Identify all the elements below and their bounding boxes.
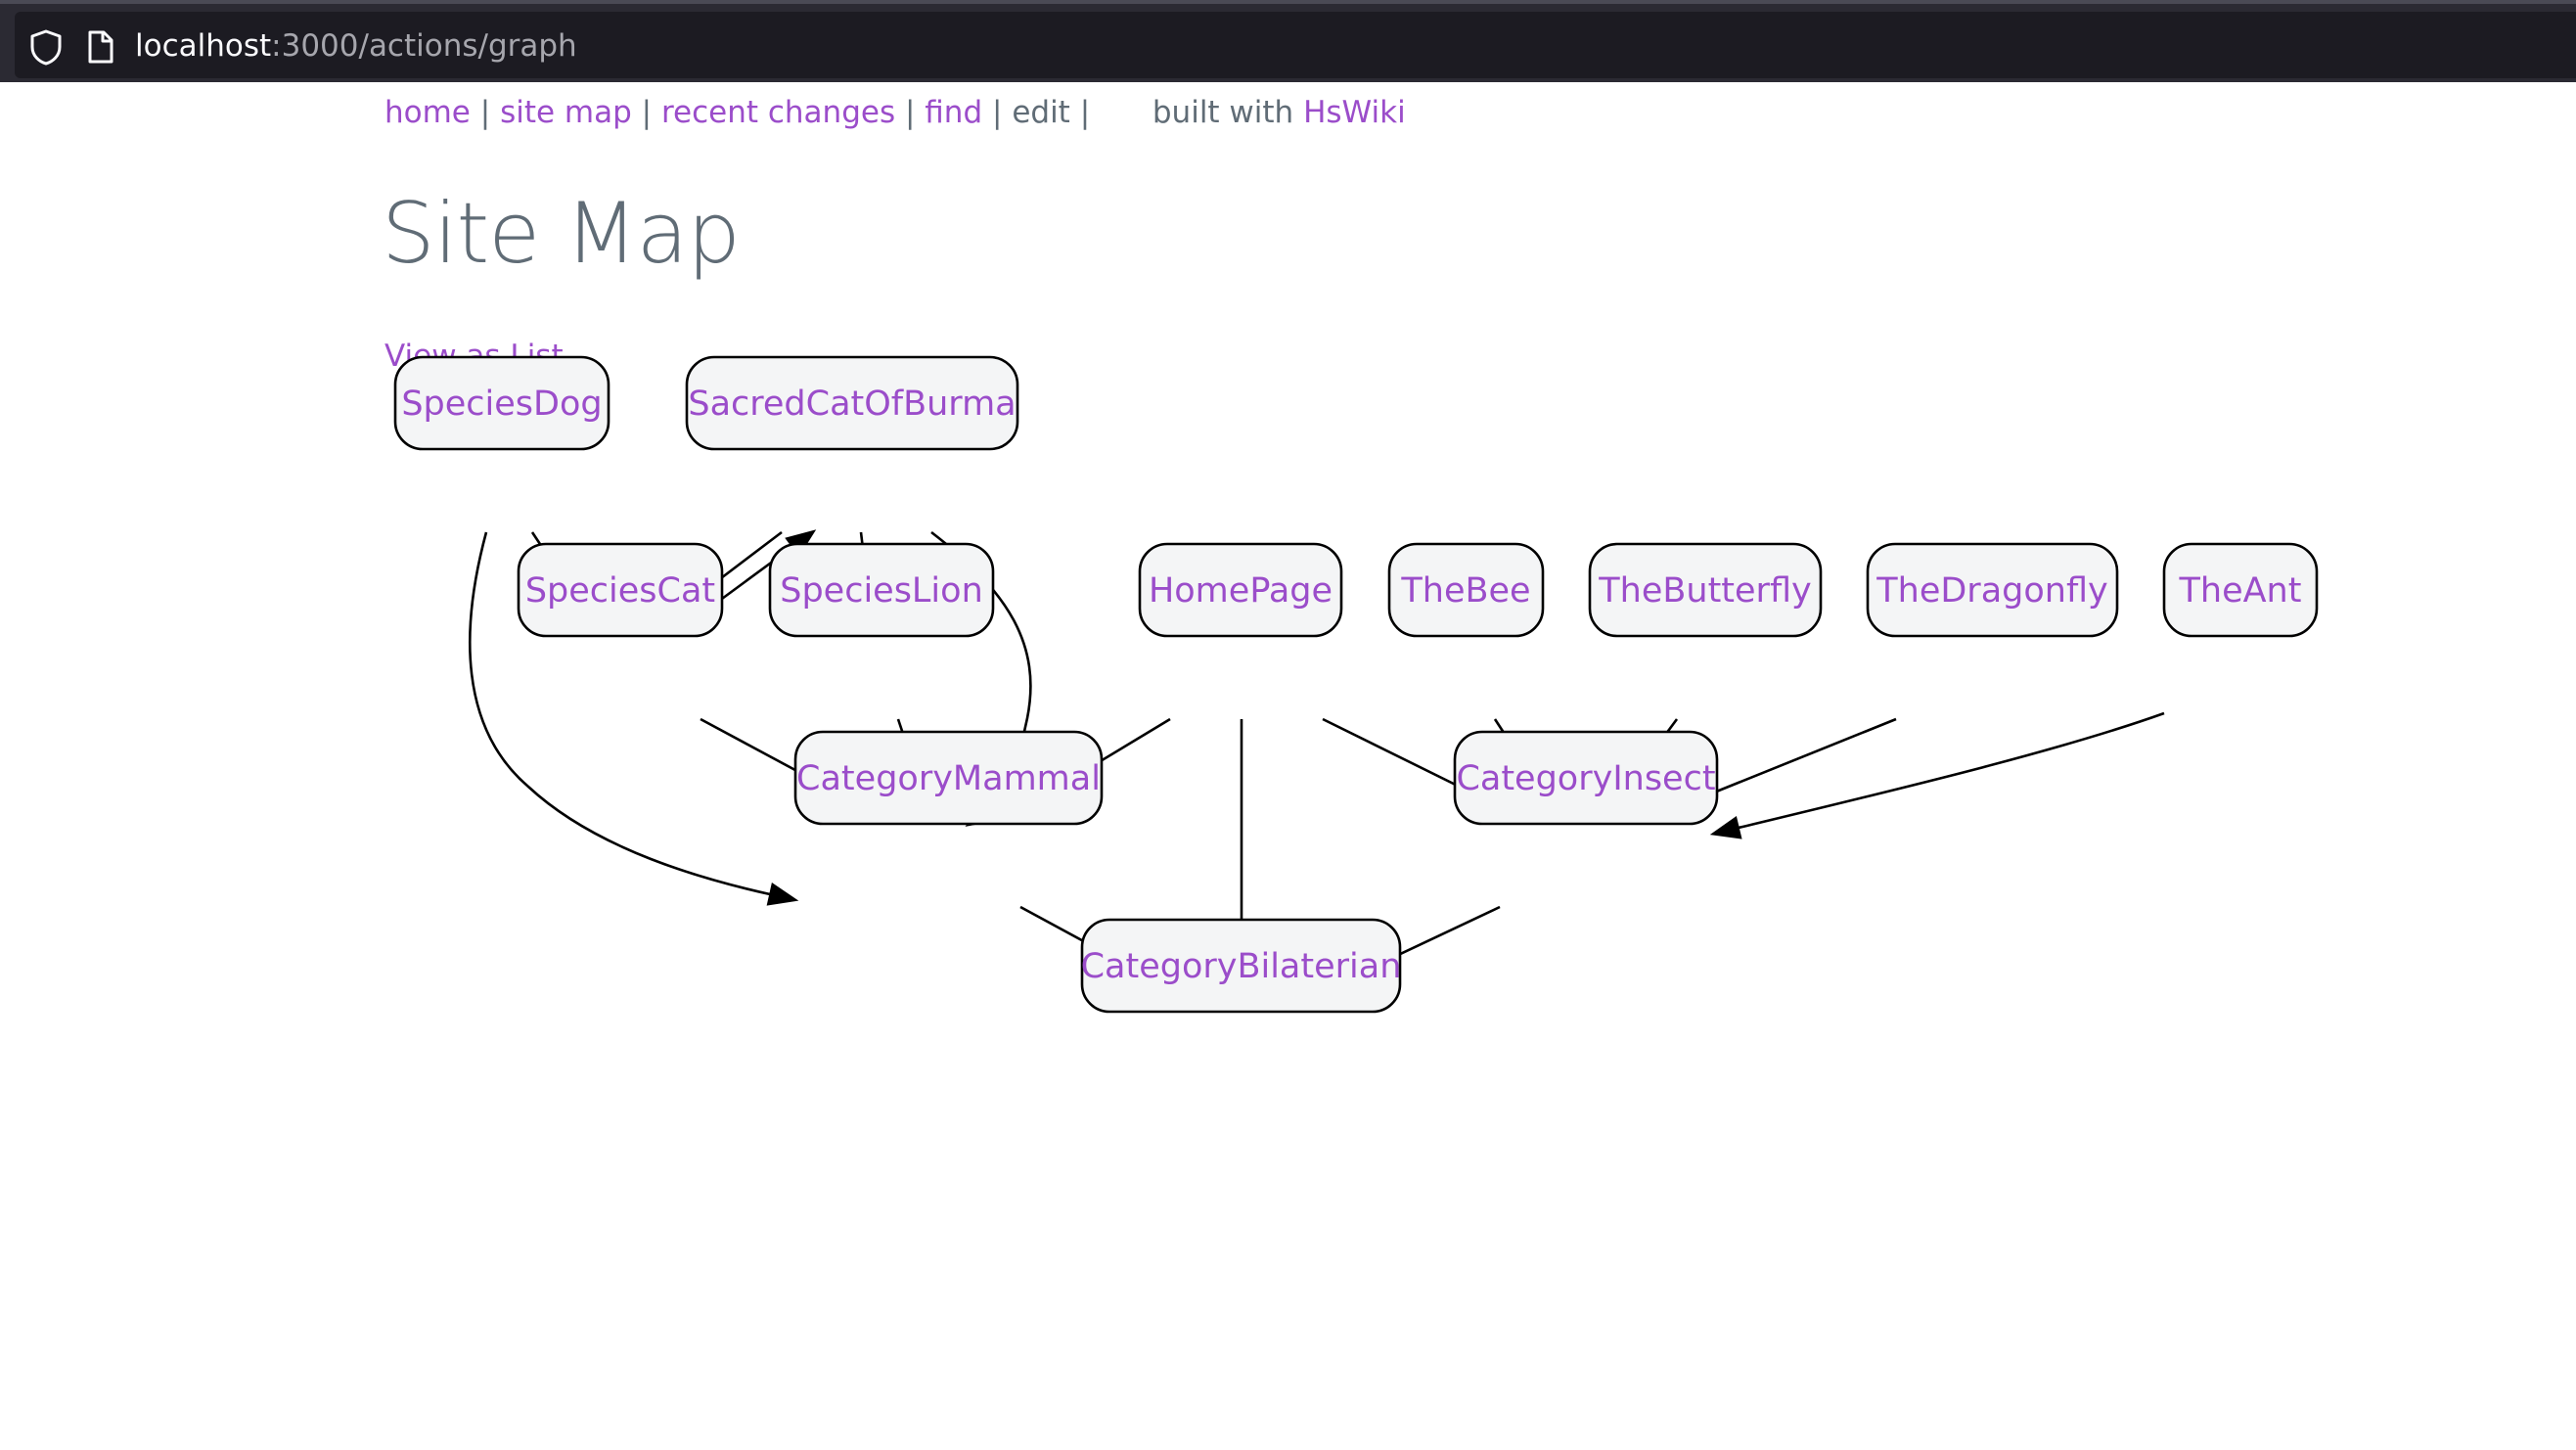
node-label[interactable]: SacredCatOfBurma — [688, 385, 1016, 424]
node-box[interactable] — [1387, 542, 1545, 638]
node-label[interactable]: TheAnt — [2179, 571, 2302, 611]
node-label[interactable]: CategoryBilaterian — [1081, 947, 1402, 986]
nav-site-map-link[interactable]: site map — [500, 95, 632, 130]
page-title: Site Map — [382, 185, 741, 283]
graph-node-theant[interactable]: TheAnt — [2162, 542, 2319, 638]
hswiki-link[interactable]: HsWiki — [1303, 95, 1406, 130]
node-label[interactable]: HomePage — [1149, 571, 1333, 611]
node-box[interactable] — [1138, 542, 1343, 638]
graph-node-thedragonfly[interactable]: TheDragonfly — [1866, 542, 2119, 638]
top-navigation: home | site map | recent changes | find … — [384, 88, 1406, 137]
nav-separator: | — [904, 95, 916, 130]
node-label[interactable]: SpeciesDog — [401, 385, 602, 424]
graph-node-speciescat[interactable]: SpeciesCat — [517, 542, 724, 638]
arrowhead-icon — [1709, 816, 1742, 839]
nav-find-link[interactable]: find — [925, 95, 983, 130]
url-text[interactable]: localhost:3000/actions/graph — [135, 25, 577, 67]
graph-node-speciesdog[interactable]: SpeciesDog — [393, 355, 610, 451]
address-bar[interactable] — [15, 12, 2576, 78]
url-host: localhost — [135, 28, 272, 64]
page-content: home | site map | recent changes | find … — [0, 82, 2576, 1450]
graph-node-homepage[interactable]: HomePage — [1138, 542, 1343, 638]
graph-node-categorybilaterian[interactable]: CategoryBilaterian — [1080, 918, 1402, 1014]
browser-toolbar: localhost:3000/actions/graph — [0, 0, 2576, 82]
nav-separator: | — [641, 95, 653, 130]
graph-node-thebee[interactable]: TheBee — [1387, 542, 1545, 638]
graph-edge — [1738, 711, 2165, 830]
graph-node-categoryinsect[interactable]: CategoryInsect — [1453, 730, 1719, 826]
node-box[interactable] — [2162, 542, 2319, 638]
node-box[interactable] — [1080, 918, 1402, 1014]
page-icon — [88, 30, 113, 64]
arrowhead-icon — [766, 883, 799, 906]
graph-node-categorymammal[interactable]: CategoryMammal — [793, 730, 1104, 826]
nav-separator: | — [479, 95, 491, 130]
node-box[interactable] — [685, 355, 1019, 451]
nav-recent-changes-link[interactable]: recent changes — [660, 95, 896, 130]
node-box[interactable] — [793, 730, 1104, 826]
node-box[interactable] — [768, 542, 995, 638]
node-label[interactable]: TheButterfly — [1598, 571, 1811, 611]
node-box[interactable] — [517, 542, 724, 638]
nav-separator: | — [992, 95, 1003, 130]
graph-edge — [468, 531, 771, 896]
nav-edit-text: edit — [1012, 95, 1070, 130]
node-box[interactable] — [1866, 542, 2119, 638]
url-path: :3000/actions/graph — [271, 28, 577, 64]
node-box[interactable] — [1453, 730, 1719, 826]
shield-icon[interactable] — [29, 28, 63, 66]
graph-node-sacredcatofburma[interactable]: SacredCatOfBurma — [685, 355, 1019, 451]
graph-node-thebutterfly[interactable]: TheButterfly — [1588, 542, 1823, 638]
node-label[interactable]: TheDragonfly — [1876, 571, 2107, 611]
node-label[interactable]: CategoryMammal — [796, 759, 1101, 798]
node-box[interactable] — [393, 355, 610, 451]
graph-edge — [1703, 717, 1897, 798]
node-box[interactable] — [1588, 542, 1823, 638]
nav-home-link[interactable]: home — [384, 95, 471, 130]
node-label[interactable]: SpeciesLion — [780, 571, 983, 611]
node-label[interactable]: TheBee — [1400, 571, 1530, 611]
node-label[interactable]: CategoryInsect — [1456, 759, 1715, 798]
built-with-text: built with — [1152, 95, 1294, 130]
node-label[interactable]: SpeciesCat — [525, 571, 715, 611]
graph-edge — [1322, 717, 1480, 798]
nav-separator: | — [1079, 95, 1091, 130]
graph-node-specieslion[interactable]: SpeciesLion — [768, 542, 995, 638]
